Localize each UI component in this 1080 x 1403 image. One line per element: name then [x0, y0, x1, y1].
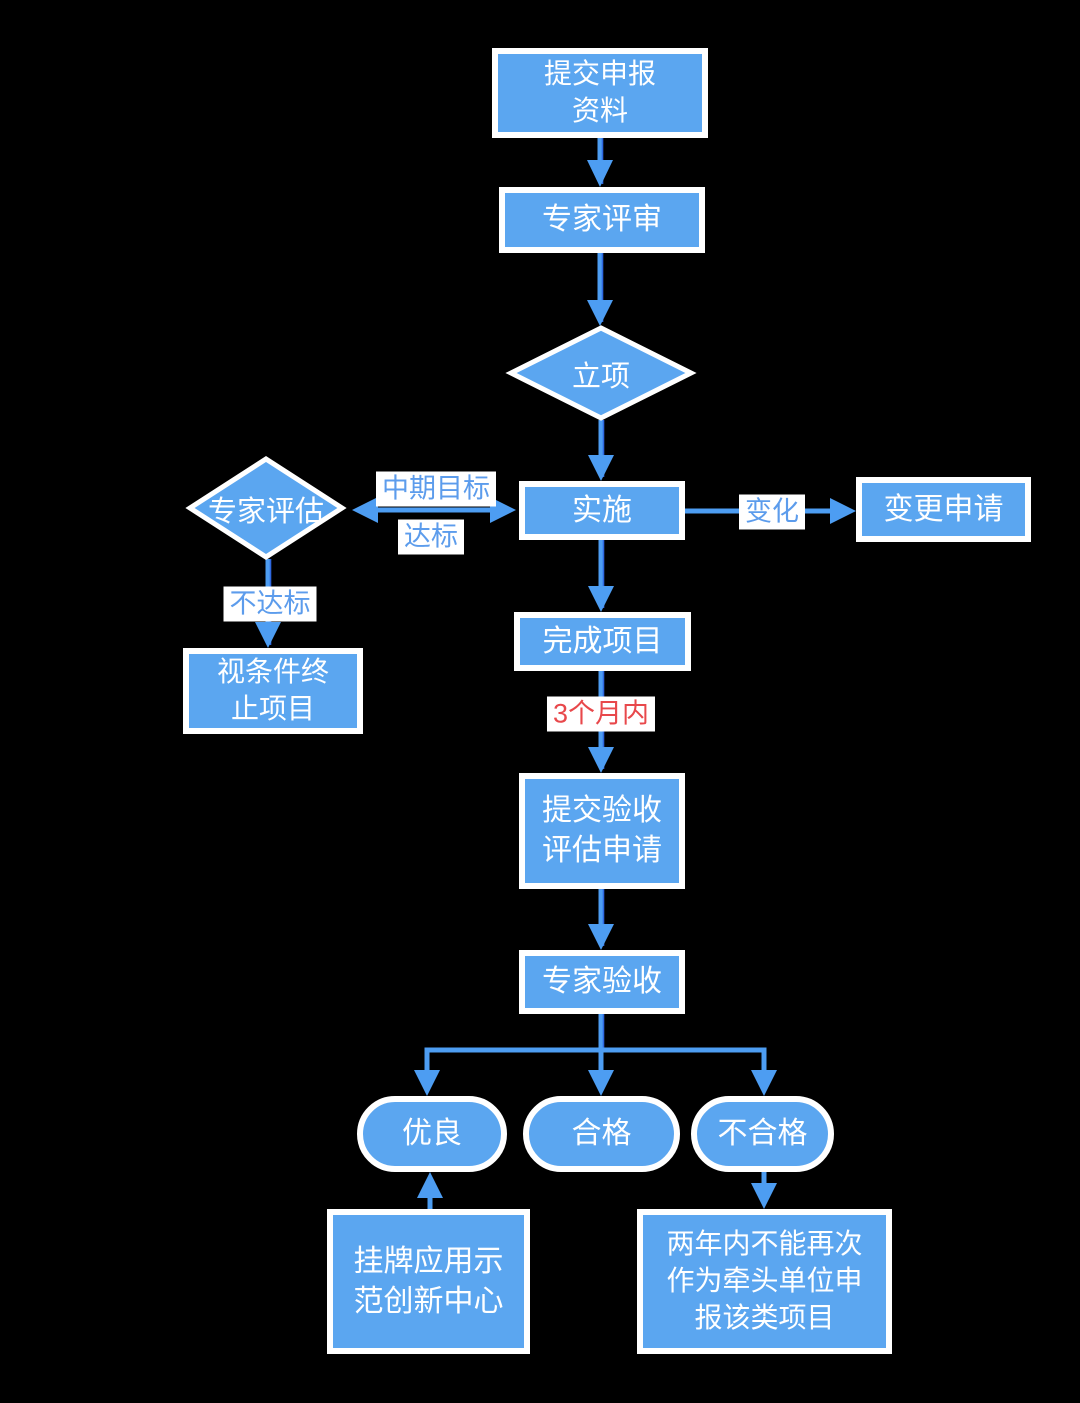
edge-label-midterm-goal: 中期目标 — [376, 471, 496, 507]
node-submit-materials-label: 提交申报 资料 — [543, 58, 656, 126]
node-unqualified-label: 不合格 — [717, 1117, 808, 1151]
edge-review-to-approval — [587, 253, 613, 326]
edge-implementation-to-complete — [588, 540, 614, 612]
node-qualified-label: 合格 — [571, 1117, 632, 1151]
node-complete-project: 完成项目 — [514, 612, 691, 671]
node-listing-center: 挂牌应用示 范创新中心 — [327, 1209, 530, 1354]
edge-application-to-acceptance — [588, 889, 614, 950]
edge-approval-to-implementation — [588, 420, 614, 481]
node-project-approval-shape — [505, 325, 697, 421]
edge-label-goal-not-met: 不达标 — [223, 586, 317, 622]
node-excellent: 优良 — [357, 1096, 507, 1172]
node-expert-acceptance-label: 专家验收 — [542, 965, 662, 999]
node-terminate-project-label: 视条件终 止项目 — [216, 656, 329, 724]
node-expert-review: 专家评审 — [499, 187, 705, 253]
node-listing-center-label: 挂牌应用示 范创新中心 — [353, 1244, 504, 1318]
node-implementation-label: 实施 — [572, 493, 632, 527]
edge-label-within-3-months: 3个月内 — [546, 696, 656, 732]
node-change-request-label: 变更申请 — [883, 492, 1004, 526]
node-terminate-project: 视条件终 止项目 — [183, 648, 363, 734]
edge-submit-to-review — [587, 138, 613, 187]
node-submit-materials: 提交申报 资料 — [492, 48, 708, 138]
node-expert-acceptance: 专家验收 — [519, 950, 685, 1014]
edge-label-change: 变化 — [739, 494, 805, 530]
edge-implementation-evaluation — [352, 497, 516, 523]
node-change-request: 变更申请 — [856, 477, 1031, 542]
node-implementation: 实施 — [519, 481, 685, 540]
node-penalty: 两年内不能再次 作为牵头单位申 报该类项目 — [637, 1209, 892, 1354]
node-unqualified: 不合格 — [691, 1096, 834, 1172]
node-qualified: 合格 — [523, 1096, 680, 1172]
node-expert-evaluation-label: 专家评估 — [207, 496, 325, 528]
node-project-approval-label: 立项 — [571, 361, 631, 393]
node-expert-review-label: 专家评审 — [542, 203, 662, 237]
node-expert-evaluation-shape — [185, 456, 347, 560]
node-complete-project-label: 完成项目 — [542, 624, 663, 658]
edge-acceptance-branch — [414, 1014, 777, 1096]
edge-label-goal-met: 达标 — [398, 519, 464, 555]
node-penalty-label: 两年内不能再次 作为牵头单位申 报该类项目 — [666, 1228, 863, 1333]
node-acceptance-application-label: 提交验收 评估申请 — [542, 794, 662, 867]
node-acceptance-application: 提交验收 评估申请 — [519, 773, 685, 889]
node-excellent-label: 优良 — [402, 1117, 462, 1151]
edge-listing-to-excellent — [417, 1172, 443, 1209]
